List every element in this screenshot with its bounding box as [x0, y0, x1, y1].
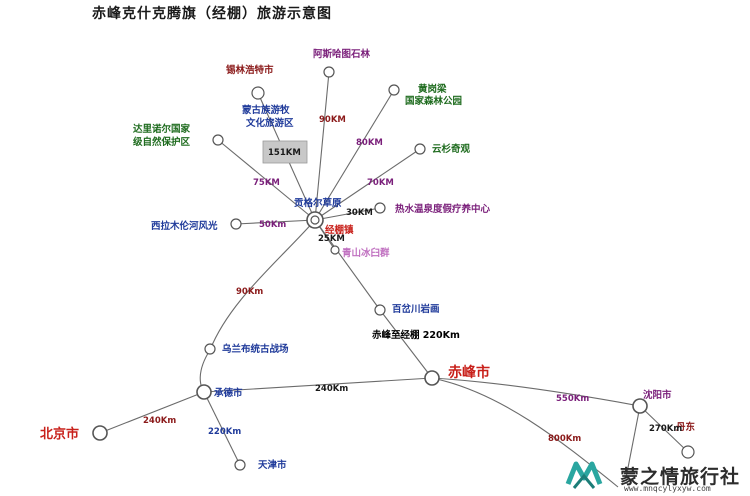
distance-240-beijing: 240Km [143, 416, 176, 426]
node-shenyang [632, 398, 648, 414]
node-chengde [196, 384, 212, 400]
node-dandong [681, 445, 695, 459]
label-yunshan: 云杉奇观 [432, 143, 471, 155]
label-huanggangliang-1: 黄岗梁 [418, 83, 447, 95]
distance-151: 151KM [268, 148, 301, 158]
watermark-brand: 蒙之情旅行社 [620, 466, 741, 488]
label-shenyang: 沈阳市 [643, 389, 672, 401]
label-hotspring: 热水温泉度假疗养中心 [395, 203, 491, 215]
distance-50: 50Km [259, 220, 286, 230]
distance-800: 800Km [548, 434, 581, 444]
watermark-logo [565, 461, 603, 489]
label-jingpeng: 经棚镇 [325, 224, 354, 236]
label-tianjin: 天津市 [258, 459, 287, 471]
node-dalinuoer [212, 134, 224, 146]
label-xilamulun: 西拉木伦河风光 [151, 220, 218, 232]
distance-240-chengde-chifeng: 240Km [315, 384, 348, 394]
node-mongolian [251, 86, 265, 100]
distance-270: 270Km [649, 424, 682, 434]
distance-30: 30KM [346, 208, 373, 218]
node-xilamulun [230, 218, 242, 230]
label-asihatu: 阿斯哈图石林 [313, 48, 371, 60]
node-baichachuan [374, 304, 386, 316]
node-yunshan [414, 143, 426, 155]
label-qingshan: 青山冰臼群 [342, 247, 390, 259]
label-chengde: 承德市 [214, 387, 243, 399]
distance-220-tianjin: 220Km [208, 427, 241, 437]
distance-25: 25KM [318, 234, 345, 244]
node-wulanbutong [204, 343, 216, 355]
label-beijing: 北京市 [40, 426, 79, 442]
distance-70: 70KM [367, 178, 394, 188]
distance-90-mid: 90Km [236, 287, 263, 297]
label-mongolian-1: 蒙古族游牧 [242, 104, 290, 116]
node-tianjin [234, 459, 246, 471]
distance-550: 550Km [556, 394, 589, 404]
distance-75: 75KM [253, 178, 280, 188]
label-wulanbutong: 乌兰布统古战场 [222, 343, 289, 355]
label-xilinhot: 锡林浩特市 [226, 64, 274, 76]
label-route: 赤峰至经棚 220Km [372, 329, 460, 341]
distance-80: 80KM [356, 138, 383, 148]
node-qingshan [330, 245, 340, 255]
label-chifeng: 赤峰市 [448, 364, 490, 381]
label-dalinuoer-1: 达里诺尔国家 [133, 123, 191, 135]
label-dandong: 丹东 [676, 421, 696, 433]
node-asihatu [323, 66, 335, 78]
node-hotspring [374, 202, 386, 214]
label-gongger: 贡格尔草原 [294, 197, 342, 209]
node-huanggangliang [388, 84, 400, 96]
label-baichachuan: 百岔川岩画 [392, 303, 440, 315]
label-mongolian-2: 文化旅游区 [245, 117, 294, 129]
label-dalinuoer-2: 级自然保护区 [132, 136, 191, 148]
watermark-url: www.mnqcylyxyw.com [624, 484, 711, 493]
distance-box-151 [262, 140, 308, 164]
map-nodes [92, 66, 695, 471]
map-title: 赤峰克什克腾旗（经棚）旅游示意图 [92, 6, 332, 22]
node-chifeng [424, 370, 440, 386]
distance-90-top: 90KM [319, 115, 346, 125]
label-huanggangliang-2: 国家森林公园 [405, 95, 462, 107]
node-beijing [92, 425, 108, 441]
